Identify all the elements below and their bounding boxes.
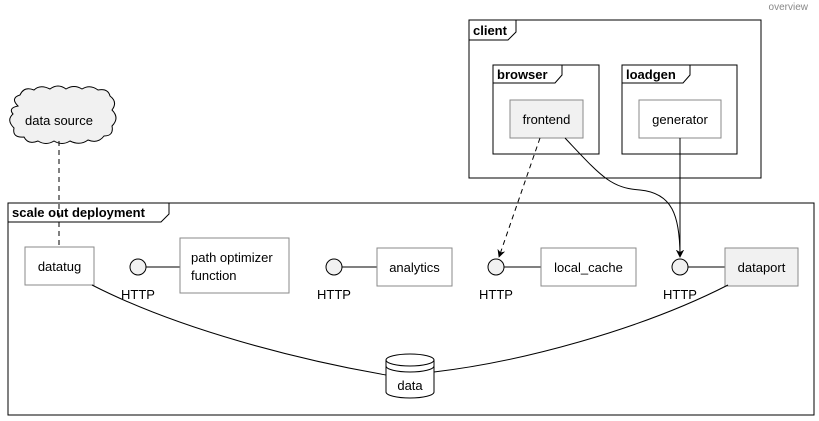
client-frame-title: client <box>473 23 508 38</box>
loadgen-frame: loadgen <box>621 64 738 155</box>
http-interface-4-label: HTTP <box>663 287 697 302</box>
loadgen-frame-title: loadgen <box>626 67 676 82</box>
client-frame: client <box>468 19 762 179</box>
generator-label: generator <box>652 112 708 127</box>
http-interface-3: HTTP <box>479 258 513 302</box>
path-optimizer-node: path optimizer function <box>179 237 290 294</box>
http-interface-3-label: HTTP <box>479 287 513 302</box>
http-interface-1-label: HTTP <box>121 287 155 302</box>
data-source-label: data source <box>25 113 93 128</box>
datatug-label: datatug <box>38 259 81 274</box>
http-interface-2: HTTP <box>317 258 351 302</box>
http-interface-4: HTTP <box>663 258 697 302</box>
frontend-label: frontend <box>523 112 571 127</box>
data-label: data <box>397 378 423 393</box>
data-database: data <box>385 353 435 399</box>
http-interface-1: HTTP <box>121 258 155 302</box>
corner-label: overview <box>769 2 809 13</box>
path-optimizer-label-1: path optimizer <box>191 250 273 265</box>
http-interface-2-label: HTTP <box>317 287 351 302</box>
generator-node: generator <box>638 99 722 139</box>
frontend-node: frontend <box>509 99 584 139</box>
analytics-label: analytics <box>389 260 440 275</box>
local-cache-node: local_cache <box>540 247 637 287</box>
path-optimizer-label-2: function <box>191 268 237 283</box>
browser-frame: browser <box>492 64 600 155</box>
dataport-label: dataport <box>738 260 786 275</box>
dataport-node: dataport <box>724 247 799 287</box>
datatug-node: datatug <box>24 246 95 286</box>
link-frontend-http4 <box>564 137 684 258</box>
local-cache-label: local_cache <box>554 260 623 275</box>
data-source-cloud: data source <box>9 85 117 144</box>
deployment-frame: scale out deployment <box>7 202 815 416</box>
link-dataport-data <box>433 284 729 373</box>
deployment-frame-title: scale out deployment <box>12 205 146 220</box>
browser-frame-title: browser <box>497 67 548 82</box>
link-datatug-data <box>91 284 387 376</box>
link-frontend-http3 <box>497 137 541 258</box>
analytics-node: analytics <box>376 247 453 287</box>
